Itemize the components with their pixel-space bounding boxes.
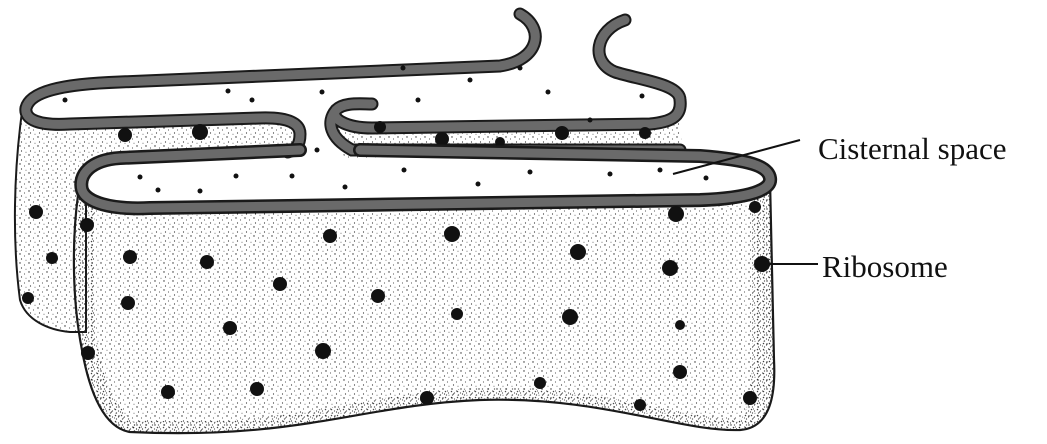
ribosome-dot — [675, 320, 685, 330]
ribosome-dot — [200, 255, 214, 269]
ribosome-dot — [315, 343, 331, 359]
ribosome-dot — [371, 289, 385, 303]
ribosome-dot — [562, 309, 578, 325]
ribosome-dot — [223, 321, 237, 335]
ribosome-dot — [743, 391, 757, 405]
ribosome-dot — [192, 124, 208, 140]
ribosome-dot — [323, 229, 337, 243]
ribosome-label: Ribosome — [822, 251, 948, 282]
ribosome-dot — [29, 205, 43, 219]
ribosome-dot — [435, 132, 449, 146]
ribosome-dot — [22, 292, 34, 304]
ribosome-dot — [639, 127, 651, 139]
ribosome-dot — [534, 377, 546, 389]
ribosome-dot — [250, 382, 264, 396]
ribosome-dot — [80, 218, 94, 232]
ribosome-dot — [451, 308, 463, 320]
ribosome-dot — [634, 399, 646, 411]
cisternal-space-label: Cisternal space — [818, 133, 1007, 164]
ribosome-dot — [161, 385, 175, 399]
ribosome-dot — [118, 128, 132, 142]
ribosome-dot — [374, 121, 386, 133]
ribosome-dot — [273, 277, 287, 291]
ribosome-dot — [668, 206, 684, 222]
ribosome-dot — [121, 296, 135, 310]
ribosome-dot — [123, 250, 137, 264]
ribosome-dot — [570, 244, 586, 260]
ribosome-dot — [662, 260, 678, 276]
ribosome-dot — [81, 346, 95, 360]
front-cisterna — [74, 150, 774, 433]
ribosome-dot — [673, 365, 687, 379]
ribosome-dot — [555, 126, 569, 140]
ribosome-dot — [420, 391, 434, 405]
lumen-dots-lower — [138, 168, 709, 194]
ribosome-dot — [46, 252, 58, 264]
ribosome-dot — [749, 201, 761, 213]
ribosome-dot — [444, 226, 460, 242]
